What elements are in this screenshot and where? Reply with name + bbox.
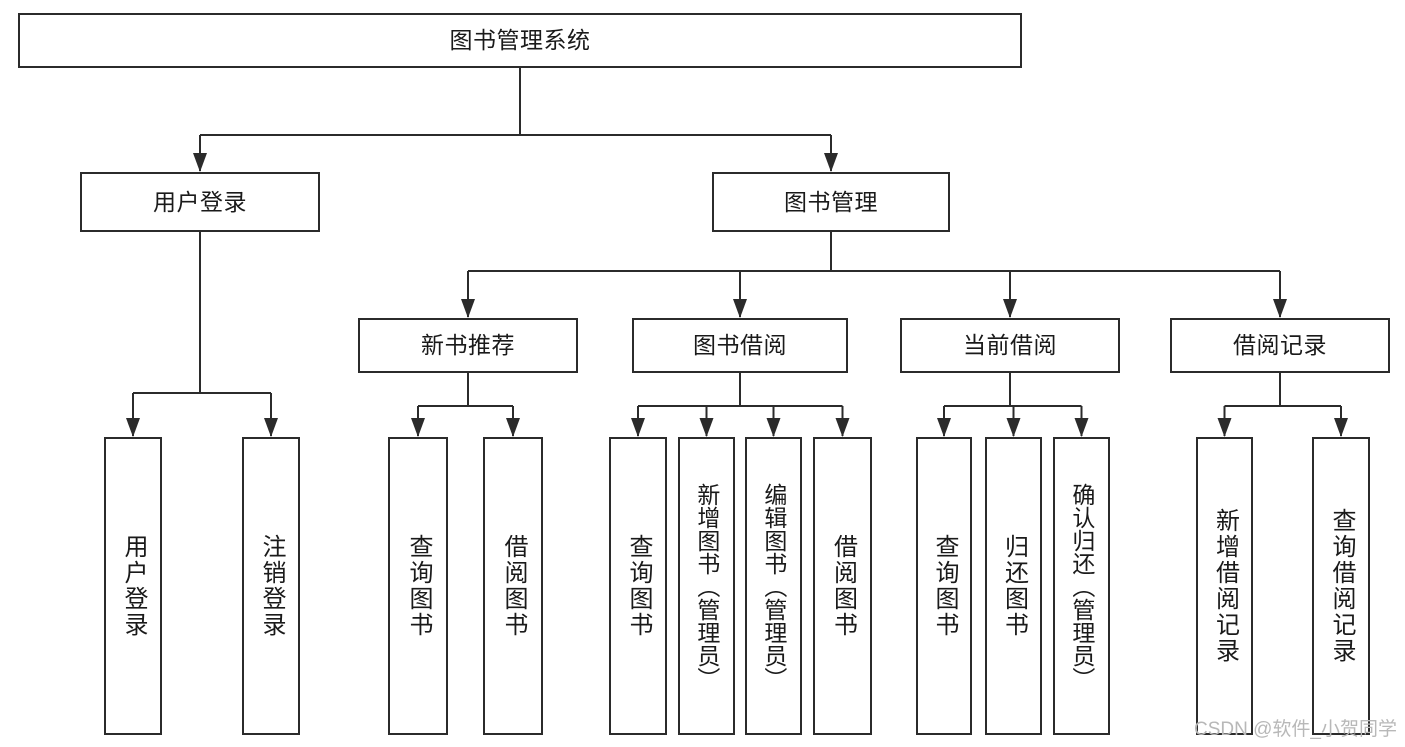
node-leaf-query-record: 查询借阅记录 <box>1312 437 1370 735</box>
arrow-head <box>1006 418 1021 437</box>
node-label: 图书管理系统 <box>449 27 591 54</box>
arrow-head <box>193 153 207 172</box>
arrow-head <box>506 418 520 437</box>
node-label: 注销登录 <box>257 534 285 638</box>
node-label: 当前借阅 <box>963 332 1057 359</box>
node-label: 图书管理 <box>784 188 878 215</box>
node-label: 新书推荐 <box>421 332 515 359</box>
node-label: 新增图书（管理员） <box>693 482 720 690</box>
arrow-head <box>733 299 747 318</box>
node-label: 查询图书 <box>930 534 958 638</box>
node-leaf-user-login: 用户登录 <box>104 437 162 735</box>
node-leaf-query-book-3: 查询图书 <box>916 437 972 735</box>
arrow-head <box>461 299 475 318</box>
arrow-head <box>1217 418 1232 437</box>
arrow-head <box>1334 418 1348 437</box>
node-leaf-add-record: 新增借阅记录 <box>1196 437 1253 735</box>
node-label: 编辑图书（管理员） <box>760 482 787 690</box>
node-leaf-add-book: 新增图书（管理员） <box>678 437 735 735</box>
node-label: 借阅图书 <box>499 534 527 638</box>
node-label: 查询图书 <box>624 534 652 638</box>
node-label: 新增借阅记录 <box>1211 508 1239 664</box>
node-root: 图书管理系统 <box>18 13 1022 68</box>
arrow-head <box>1074 418 1089 437</box>
node-user-login: 用户登录 <box>80 172 320 232</box>
node-label: 借阅图书 <box>829 534 857 638</box>
arrow-head <box>1003 299 1017 318</box>
arrow-head <box>766 418 781 437</box>
arrow-head <box>264 418 278 437</box>
arrow-head <box>937 418 951 437</box>
node-book-borrow: 图书借阅 <box>632 318 848 373</box>
node-new-book-rec: 新书推荐 <box>358 318 578 373</box>
arrow-head <box>824 153 838 172</box>
node-leaf-return-book: 归还图书 <box>985 437 1042 735</box>
node-leaf-query-book-2: 查询图书 <box>609 437 667 735</box>
node-leaf-borrow-book-1: 借阅图书 <box>483 437 543 735</box>
node-leaf-logout: 注销登录 <box>242 437 300 735</box>
node-label: 查询图书 <box>404 534 432 638</box>
arrow-head <box>411 418 425 437</box>
node-borrow-record: 借阅记录 <box>1170 318 1390 373</box>
node-label: 确认归还（管理员） <box>1068 482 1095 690</box>
node-book-manage: 图书管理 <box>712 172 950 232</box>
node-label: 用户登录 <box>153 188 247 215</box>
node-leaf-query-book-1: 查询图书 <box>388 437 448 735</box>
arrow-head <box>126 418 140 437</box>
node-label: 查询借阅记录 <box>1327 508 1355 664</box>
node-leaf-confirm-return: 确认归还（管理员） <box>1053 437 1110 735</box>
node-leaf-edit-book: 编辑图书（管理员） <box>745 437 802 735</box>
arrow-head <box>1273 299 1287 318</box>
node-label: 图书借阅 <box>693 332 787 359</box>
node-label: 借阅记录 <box>1233 332 1327 359</box>
arrow-head <box>699 418 714 437</box>
arrow-head <box>835 418 850 437</box>
node-label: 归还图书 <box>1000 534 1028 638</box>
node-leaf-borrow-book-2: 借阅图书 <box>813 437 872 735</box>
node-current-borrow: 当前借阅 <box>900 318 1120 373</box>
watermark: CSDN @软件_小贺同学 <box>1194 719 1397 740</box>
arrow-head <box>631 418 645 437</box>
node-label: 用户登录 <box>119 534 147 638</box>
